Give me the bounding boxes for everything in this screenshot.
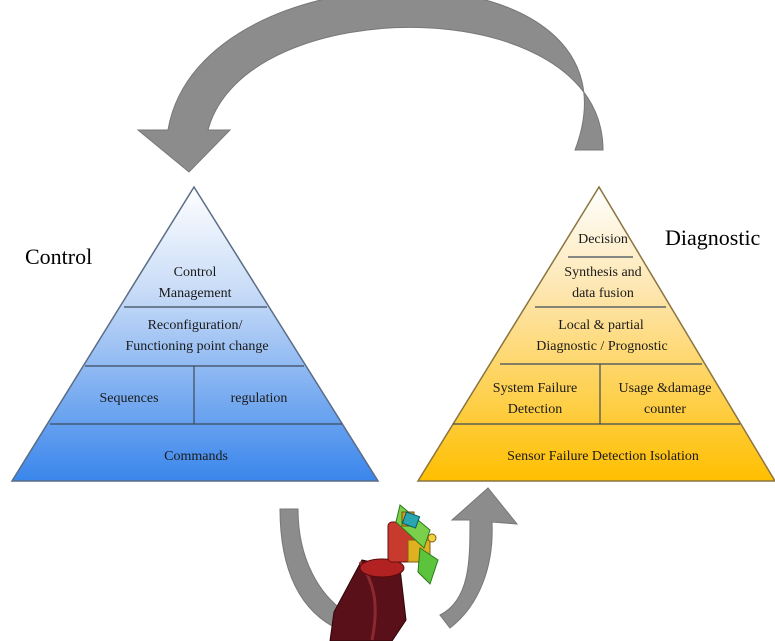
usage-damage-line2: counter <box>644 402 686 417</box>
commands-label: Commands <box>164 449 228 464</box>
reconfiguration-line2: Functioning point change <box>125 339 268 354</box>
control-management-line1: Control <box>174 265 217 280</box>
synthesis-line1: Synthesis and <box>564 265 641 280</box>
control-management-line2: Management <box>158 286 231 301</box>
system-failure-line2: Detection <box>508 402 562 417</box>
local-partial-line1: Local & partial <box>558 318 644 333</box>
control-title: Control <box>25 244 92 269</box>
regulation-label: regulation <box>231 391 288 406</box>
sensing-arrow-bottom <box>439 487 519 629</box>
sensor-failure-label: Sensor Failure Detection Isolation <box>507 449 699 464</box>
synthesis-line2: data fusion <box>572 286 634 301</box>
diagnostic-title: Diagnostic <box>665 225 761 250</box>
local-partial-line2: Diagnostic / Prognostic <box>536 339 667 354</box>
feedback-arrow-top <box>136 0 604 173</box>
decision-label: Decision <box>578 232 628 247</box>
control-pyramid: Control Management Reconfiguration/ Func… <box>10 185 380 482</box>
rocket-engine-icon <box>329 504 439 641</box>
diagnostic-pyramid: Decision Synthesis and data fusion Local… <box>416 185 775 482</box>
system-failure-line1: System Failure <box>493 381 577 396</box>
sequences-label: Sequences <box>99 391 158 406</box>
reconfiguration-line1: Reconfiguration/ <box>148 318 243 333</box>
usage-damage-line1: Usage &damage <box>619 381 712 396</box>
